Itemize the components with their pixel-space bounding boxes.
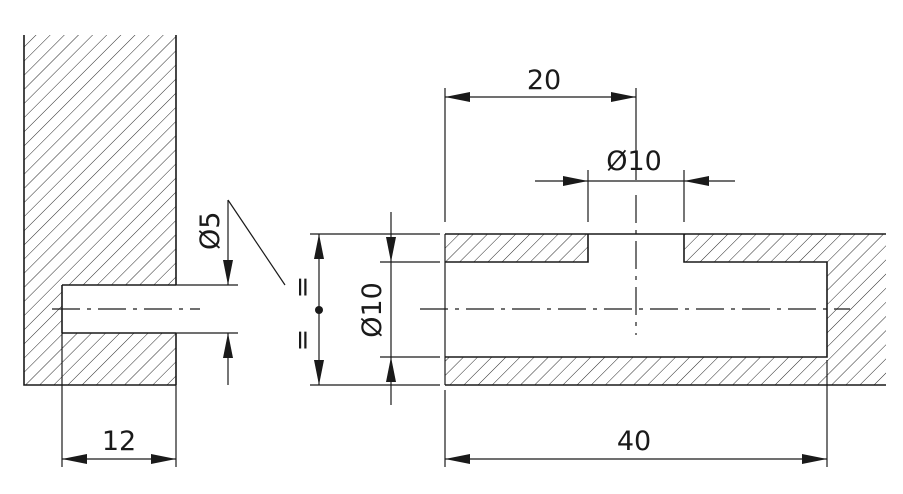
dim20-arrow-right <box>611 92 636 102</box>
outer-mid-dot <box>315 306 323 314</box>
equal-mark-lower: = <box>287 329 318 352</box>
equal-mark-upper: = <box>287 276 318 299</box>
outer-arrow-top <box>314 234 324 259</box>
dim12-arrow-left <box>62 454 87 464</box>
dia5-arrow-top <box>223 260 233 285</box>
cross-dia-label: Ø10 <box>606 146 662 177</box>
dim40-arrow-left <box>445 454 470 464</box>
outer-arrow-bottom <box>314 360 324 385</box>
dim20-label: 20 <box>527 65 561 96</box>
right-outer-outline <box>445 233 886 386</box>
right-section-view: 20 Ø10 Ø10 = = 40 <box>287 65 886 467</box>
left-section-view: Ø5 12 <box>23 35 286 467</box>
cross-dia-arrow-right <box>684 176 709 186</box>
cross-dia-arrow-left <box>563 176 588 186</box>
right-bore-outline <box>445 234 828 358</box>
left-body-outline <box>23 35 177 386</box>
dim40-arrow-right <box>802 454 827 464</box>
right-lower-wall-hatch <box>445 357 827 385</box>
bore-arrow-bottom <box>386 357 396 382</box>
dim12-arrow-right <box>151 454 176 464</box>
right-upper-wall-hatch <box>445 234 886 385</box>
bore-arrow-top <box>386 237 396 262</box>
dia5-arrow-bottom <box>223 333 233 358</box>
dia5-dim-line-top <box>227 199 286 286</box>
dim12-label: 12 <box>102 426 136 457</box>
bore-dia-label: Ø10 <box>357 282 388 338</box>
dia5-label: Ø5 <box>195 212 226 250</box>
dim20-arrow-left <box>445 92 470 102</box>
dim40-label: 40 <box>617 426 651 457</box>
